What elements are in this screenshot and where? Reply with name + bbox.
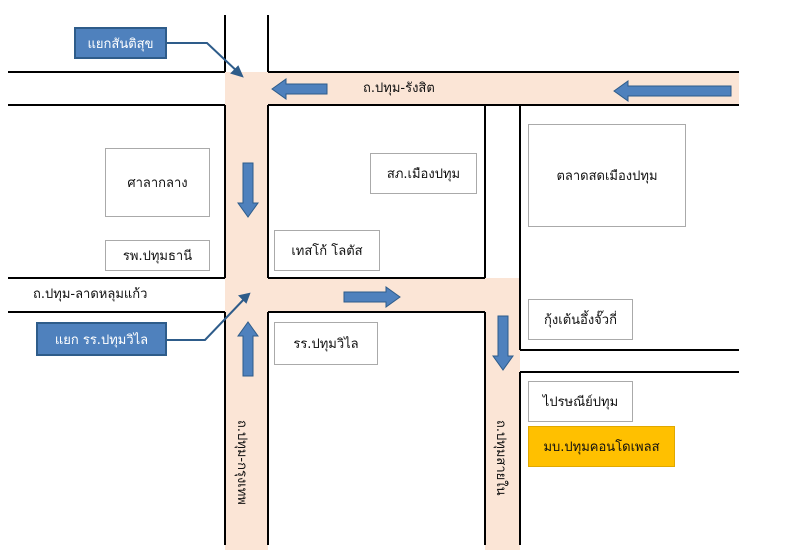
arrow-down-main	[237, 162, 259, 218]
place-hospital: รพ.ปทุมธานี	[105, 240, 210, 271]
place-school: รร.ปทุมวิไล	[274, 322, 378, 365]
place-tesco-lotus: เทสโก้ โลตัส	[274, 230, 380, 271]
place-market: ตลาดสดเมืองปทุม	[528, 124, 686, 227]
road-label-north: ถ.ปทุม-รังสิต	[363, 81, 435, 96]
arrow-up-main	[237, 321, 259, 377]
place-restaurant: กุ้งเต้นอึ้งจั๊วกี่	[528, 299, 633, 340]
road-label-west: ถ.ปทุม-ลาดหลุมแก้ว	[33, 287, 148, 302]
road-edges	[8, 15, 739, 545]
place-police-station: สภ.เมืองปทุม	[370, 153, 477, 194]
arrow-right-west	[343, 286, 401, 308]
road-label-south-bangkok: ถ.ปทุม-กรุงเทพ	[234, 420, 249, 505]
arrow-down-inner	[492, 315, 514, 371]
place-condo-destination: มบ.ปทุมคอนโดเพลส	[528, 426, 675, 467]
callout-pathum-wilai-junction: แยก รร.ปทุมวิไล	[36, 322, 167, 356]
pointer-arrowhead-santisuk	[230, 65, 244, 78]
road-label-south-inner: ถ.ปทุมสายใน	[493, 420, 508, 496]
place-post-office: ไปรษณีย์ปทุม	[528, 381, 633, 422]
pointer-arrowhead-pathum-wilai	[238, 292, 251, 304]
traffic-arrows	[237, 78, 732, 377]
arrow-left-north-1	[271, 78, 328, 100]
place-town-hall: ศาลากลาง	[105, 148, 210, 217]
callout-santisuk-junction: แยกสันติสุข	[74, 27, 167, 59]
callout-pointers	[167, 42, 251, 341]
arrow-left-north-2	[613, 80, 732, 102]
